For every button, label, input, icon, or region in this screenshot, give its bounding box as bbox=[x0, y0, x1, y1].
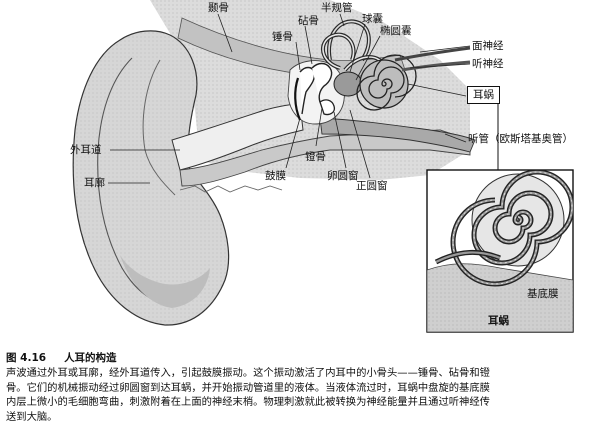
pinna-texture bbox=[73, 30, 229, 326]
label-semicircular-canals: 半规管 bbox=[321, 2, 353, 14]
pinna-helix bbox=[97, 57, 169, 305]
inset-title: 耳蜗 bbox=[488, 315, 509, 327]
label-anvil: 砧骨 bbox=[298, 15, 319, 27]
label-pinna: 耳廓 bbox=[84, 177, 105, 189]
eardrum-shape bbox=[294, 77, 302, 121]
label-eustachian-tube: 听管（欧斯塔基奥管） bbox=[468, 133, 573, 145]
figure-number: 图 4.16 bbox=[6, 352, 47, 364]
label-hammer: 锤骨 bbox=[272, 31, 293, 43]
label-ear-canal: 外耳道 bbox=[70, 144, 102, 156]
stirrup-bone bbox=[319, 99, 336, 116]
anvil-bone bbox=[311, 62, 333, 103]
facial-nerve-line bbox=[394, 46, 471, 62]
label-cochlea-box: 耳蜗 bbox=[467, 86, 500, 104]
label-round-window: 正圆窗 bbox=[356, 180, 388, 192]
label-stirrup: 镫骨 bbox=[305, 151, 326, 163]
label-temporal-bone: 颞骨 bbox=[208, 2, 229, 14]
label-oval-window: 卵圆窗 bbox=[327, 170, 359, 182]
label-saccule: 球囊 bbox=[362, 13, 383, 25]
label-utricle: 椭圆囊 bbox=[380, 25, 412, 37]
skin-layer bbox=[179, 185, 283, 193]
label-eardrum: 鼓膜 bbox=[265, 170, 286, 182]
figure-caption: 声波通过外耳或耳廓，经外耳道传入，引起鼓膜振动。这个振动激活了内耳中的小骨头——… bbox=[6, 367, 490, 423]
eustachian-tube bbox=[319, 117, 476, 153]
figure-title: 图 4.16 人耳的构造 bbox=[6, 350, 117, 365]
label-auditory-nerve: 听神经 bbox=[472, 58, 504, 70]
pinna-lobe bbox=[120, 255, 210, 308]
cochlea-inset bbox=[426, 169, 574, 333]
label-facial-nerve: 面神经 bbox=[472, 40, 504, 52]
hammer-bone bbox=[299, 66, 316, 115]
vestibule bbox=[333, 71, 363, 97]
figure-title-text: 人耳的构造 bbox=[64, 352, 117, 364]
canal-wall-lower bbox=[179, 129, 471, 187]
auditory-nerve-line bbox=[401, 60, 471, 72]
label-basilar-membrane: 基底膜 bbox=[527, 288, 559, 300]
